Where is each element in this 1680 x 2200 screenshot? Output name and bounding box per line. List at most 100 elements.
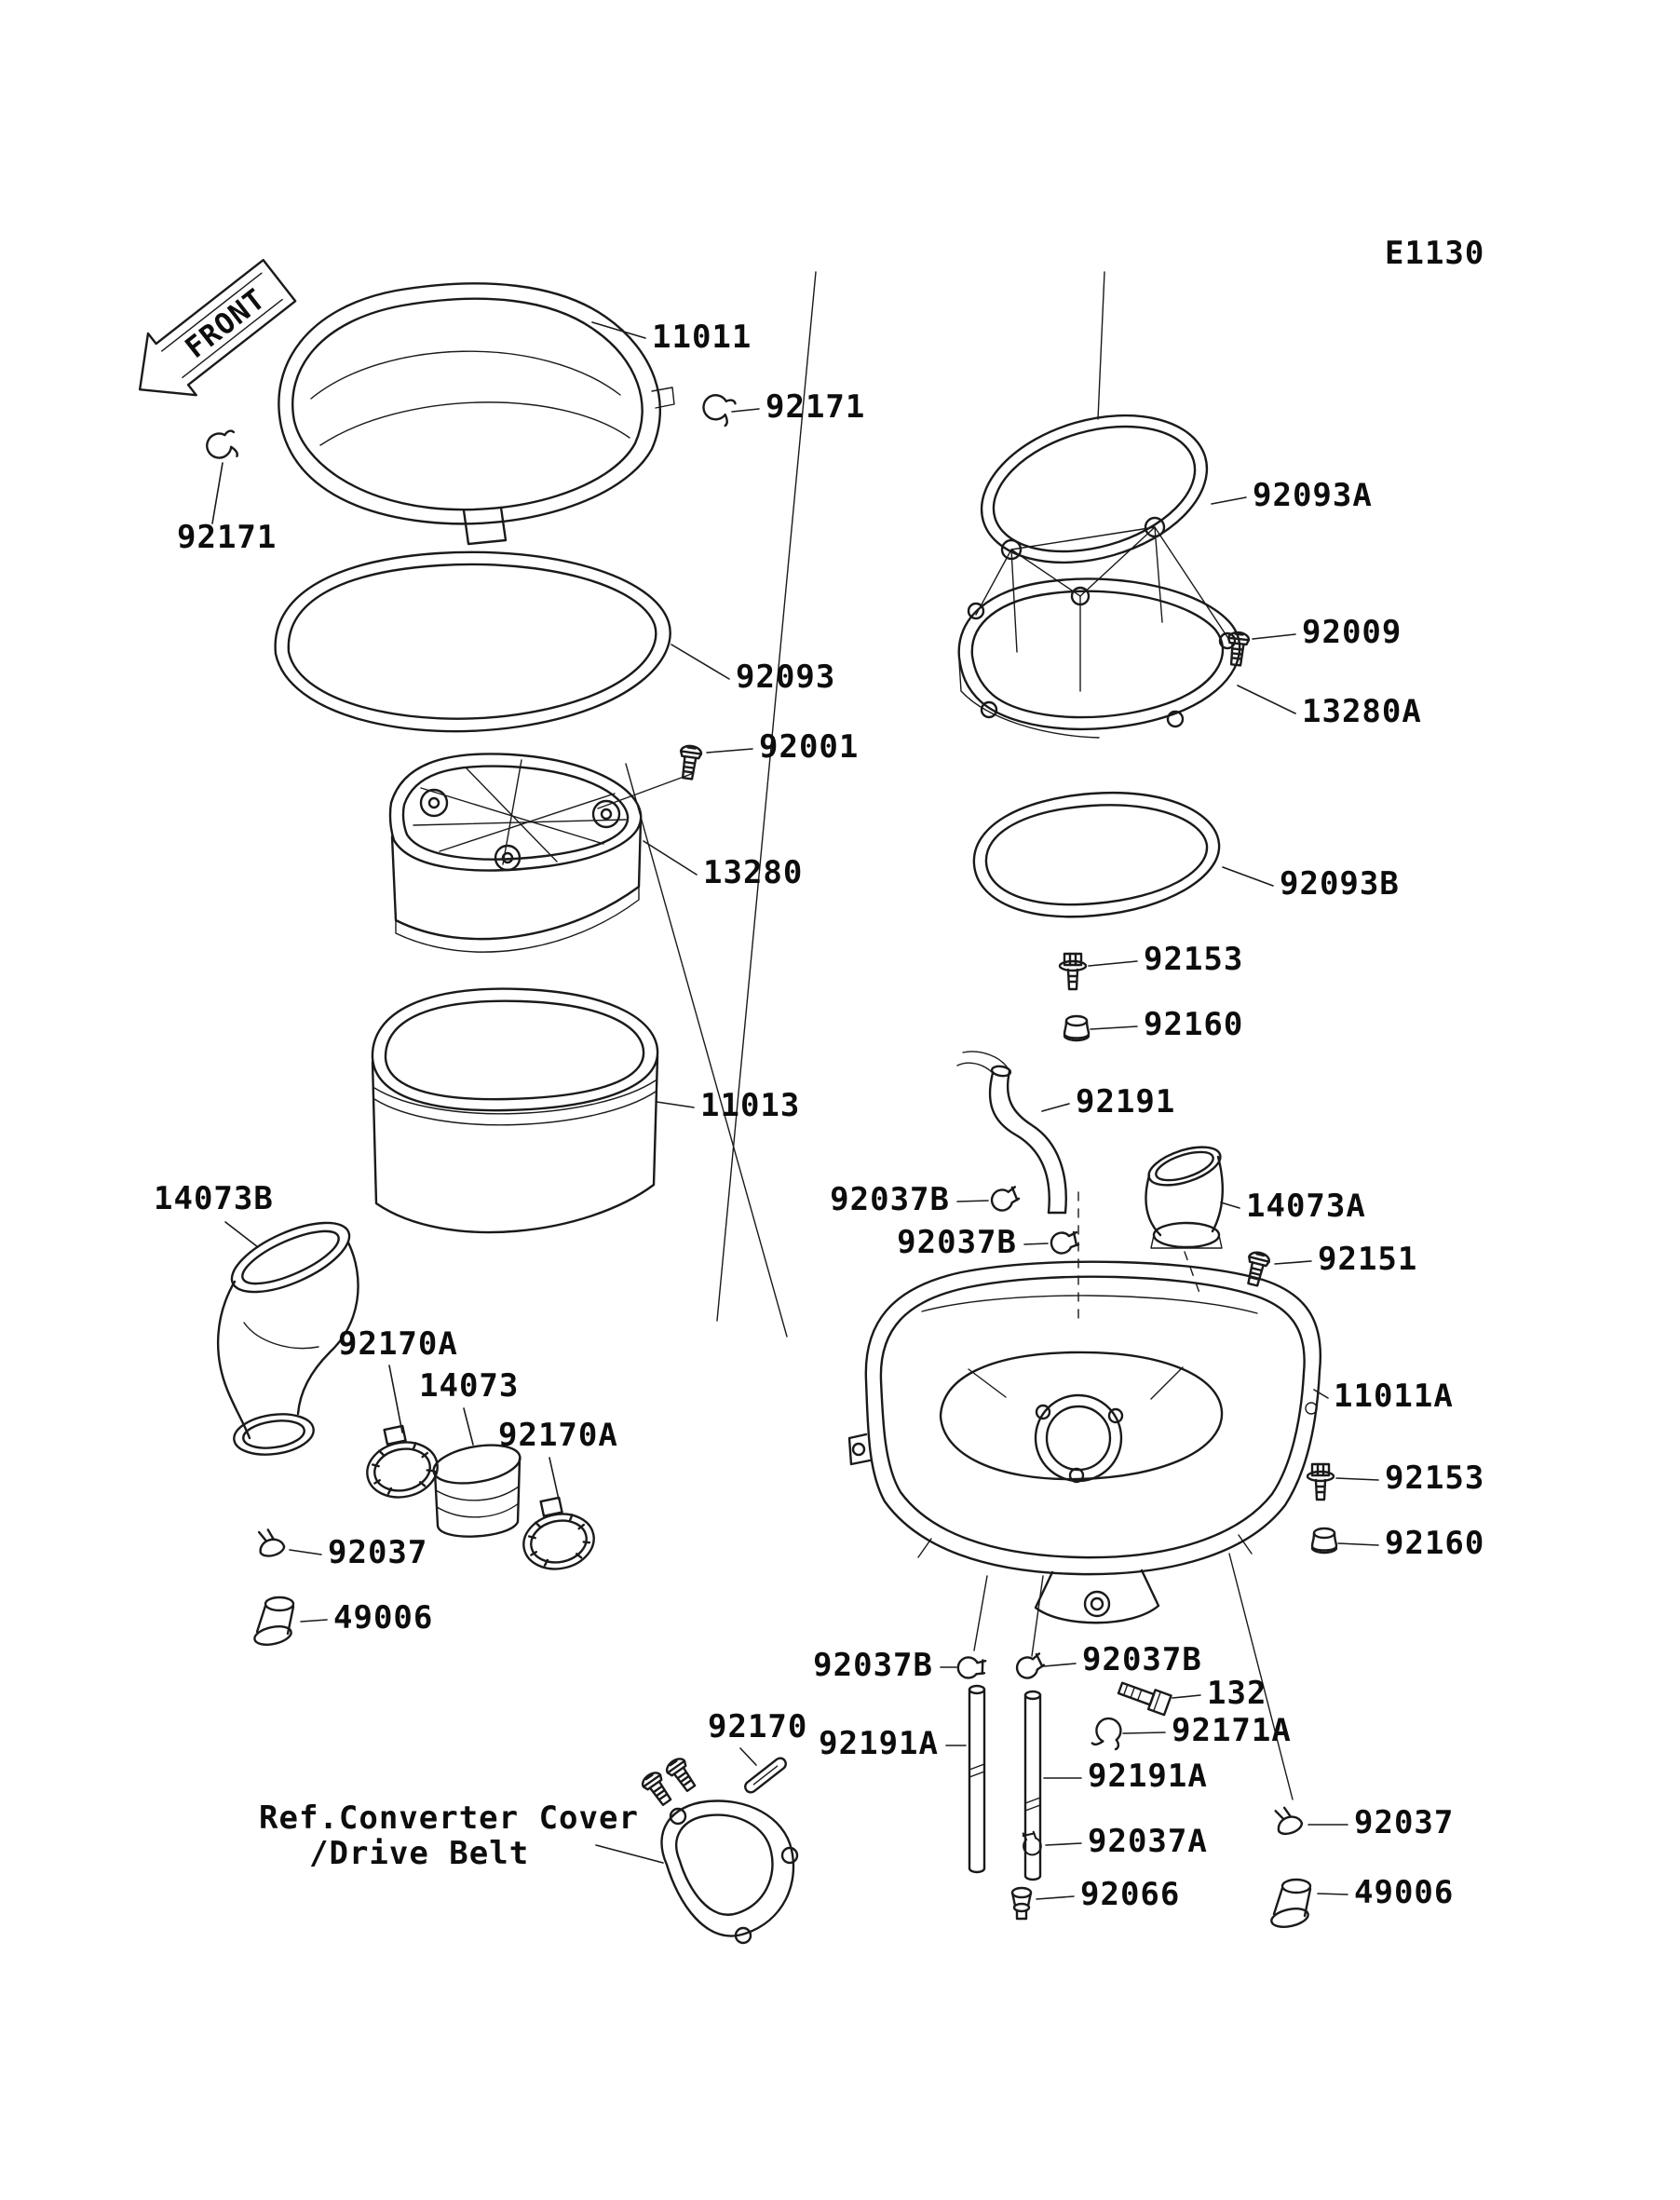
label-92066: 92066 xyxy=(1080,1876,1180,1913)
label-92037B-1: 92037B xyxy=(830,1181,950,1218)
leader-92170A-2 xyxy=(549,1457,560,1501)
label-14073: 14073 xyxy=(419,1367,519,1405)
label-92001: 92001 xyxy=(759,728,859,766)
part-bolt-132 xyxy=(1117,1681,1172,1717)
part-damper-right xyxy=(1310,1527,1338,1555)
part-air-cleaner-cover xyxy=(278,282,675,546)
ref-note-line2: /Drive Belt xyxy=(309,1835,529,1872)
leader-92171-right xyxy=(731,408,760,413)
leader-92153-top xyxy=(1088,960,1138,967)
part-filter-element xyxy=(371,987,659,1234)
part-clamp-tube-upper xyxy=(989,1185,1022,1214)
leader-92171A xyxy=(1122,1731,1166,1734)
label-92153-right: 92153 xyxy=(1385,1460,1484,1497)
leader-132 xyxy=(1172,1694,1201,1699)
part-pin xyxy=(744,1757,787,1794)
leader-92066 xyxy=(1036,1895,1075,1900)
leader-92171-left xyxy=(211,462,224,524)
label-92170A-2: 92170A xyxy=(498,1417,618,1454)
label-92037A: 92037A xyxy=(1088,1823,1208,1860)
label-14073B: 14073B xyxy=(154,1180,274,1217)
body-to-clamp-left-line xyxy=(973,1575,988,1651)
leader-92093B xyxy=(1222,866,1274,887)
leader-92160-top xyxy=(1090,1025,1138,1030)
part-drain-tube-right xyxy=(1023,1690,1042,1881)
part-holder-b xyxy=(957,516,1241,739)
label-92009: 92009 xyxy=(1302,614,1402,651)
label-92160-right: 92160 xyxy=(1385,1525,1484,1562)
part-breather-tube xyxy=(956,1051,1067,1215)
label-132: 132 xyxy=(1207,1675,1267,1712)
label-92153-top: 92153 xyxy=(1144,941,1243,978)
part-drain-tube-left xyxy=(968,1684,986,1874)
leader-13280 xyxy=(643,840,698,876)
part-air-cleaner-body xyxy=(847,1260,1322,1624)
label-49006-left: 49006 xyxy=(333,1599,433,1636)
front-arrow-banner: FRONT xyxy=(138,258,297,397)
part-body-seal-top xyxy=(980,414,1209,564)
leader-92191 xyxy=(1041,1103,1070,1112)
label-92171-left: 92171 xyxy=(177,519,277,556)
part-clamp-bottom xyxy=(1270,1802,1306,1839)
label-11013: 11013 xyxy=(700,1087,800,1124)
label-92191A-1: 92191A xyxy=(819,1725,939,1762)
leader-92170 xyxy=(739,1747,757,1766)
leader-lines xyxy=(211,321,1379,1900)
label-11011A: 11011A xyxy=(1334,1378,1454,1415)
label-92151: 92151 xyxy=(1318,1241,1417,1278)
leader-49006-left xyxy=(300,1619,328,1623)
axis-dash-duct xyxy=(1184,1251,1200,1294)
body-to-bottom-right-line xyxy=(1228,1553,1294,1800)
front-label: FRONT xyxy=(179,282,272,365)
label-92170: 92170 xyxy=(708,1708,807,1745)
axis-line-diagonal xyxy=(625,763,788,1338)
body-to-clamp-right-line xyxy=(1031,1575,1044,1657)
leader-92037B-4 xyxy=(1043,1663,1077,1667)
leader-92170A-1 xyxy=(388,1365,403,1433)
leader-92037-left xyxy=(289,1549,322,1555)
label-92191A-2: 92191A xyxy=(1088,1758,1208,1795)
part-duct-sleeve xyxy=(432,1444,522,1538)
leader-14073A xyxy=(1220,1202,1240,1209)
part-bolt-right xyxy=(1306,1462,1335,1501)
part-duct-b xyxy=(216,1221,359,1456)
label-92037B-4: 92037B xyxy=(1082,1641,1202,1678)
label-14073A: 14073A xyxy=(1246,1188,1366,1225)
part-clamp-bottom-left xyxy=(955,1653,989,1683)
part-clamp-a xyxy=(1091,1715,1124,1751)
label-11011: 11011 xyxy=(652,319,752,356)
leader-11011A xyxy=(1313,1389,1329,1399)
label-92037B-3: 92037B xyxy=(813,1647,933,1684)
part-boot-right xyxy=(1268,1878,1312,1932)
part-plug xyxy=(1010,1886,1033,1921)
part-duct-a xyxy=(1145,1146,1224,1249)
part-boot-left xyxy=(251,1596,295,1650)
label-92191: 92191 xyxy=(1076,1083,1175,1120)
part-clamp-tube-lower xyxy=(1050,1230,1080,1255)
label-92171-right: 92171 xyxy=(765,388,865,426)
label-92171A: 92171A xyxy=(1172,1712,1292,1749)
part-clamp-duct-lower xyxy=(514,1490,601,1577)
leader-13280A xyxy=(1237,685,1296,714)
label-92093: 92093 xyxy=(736,659,835,696)
leader-11013 xyxy=(656,1101,695,1108)
leader-92093A xyxy=(1211,496,1247,505)
part-labels: E1130 11011 92171 92171 92093 92001 1328… xyxy=(154,235,1484,1913)
diagram-code: E1130 xyxy=(1385,235,1484,272)
leader-92153-right xyxy=(1335,1477,1379,1481)
part-clamp-bottom-right xyxy=(1013,1651,1048,1682)
ref-note-line1: Ref.Converter Cover xyxy=(259,1799,639,1837)
part-cover-clamp-left xyxy=(203,428,240,464)
label-13280: 13280 xyxy=(703,854,803,891)
label-92093A: 92093A xyxy=(1253,477,1373,514)
leader-92037B-2 xyxy=(1023,1243,1049,1245)
part-body-seal-bottom xyxy=(972,791,1221,918)
leader-92160-right xyxy=(1337,1542,1379,1546)
leader-14073B xyxy=(224,1221,259,1248)
part-cover-clamp-right xyxy=(698,390,738,428)
label-92170A-1: 92170A xyxy=(338,1325,458,1363)
part-bolt-top xyxy=(1058,952,1088,991)
label-13280A: 13280A xyxy=(1302,693,1422,730)
